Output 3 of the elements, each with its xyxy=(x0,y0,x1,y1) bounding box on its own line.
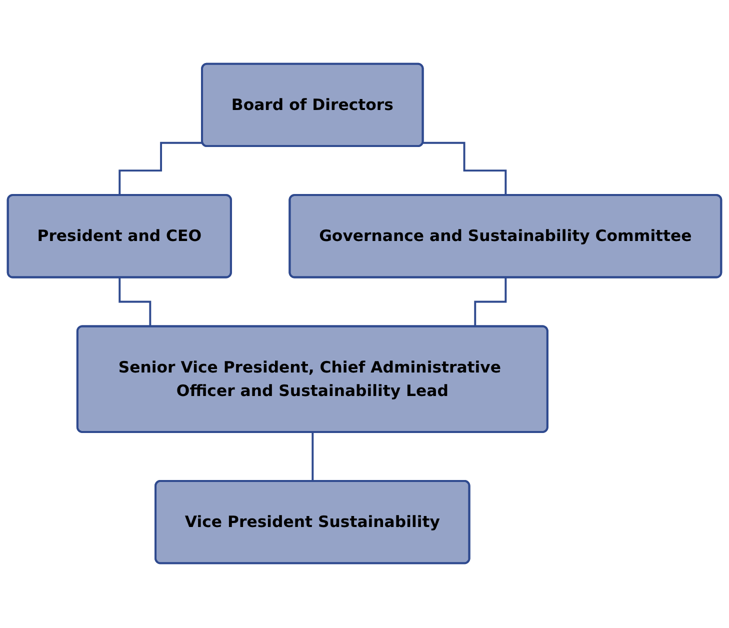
connector xyxy=(118,142,203,197)
connector xyxy=(423,142,507,197)
connector xyxy=(312,432,314,483)
